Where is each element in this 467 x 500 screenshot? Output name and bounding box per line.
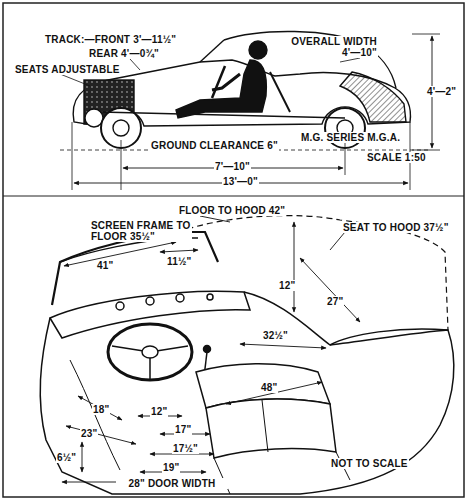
dimension-label: FLOOR TO HOOD 42" bbox=[178, 205, 286, 216]
dimension-label: GROUND CLEARANCE 6" bbox=[150, 140, 279, 151]
dimension-label: 4'—2" bbox=[426, 86, 457, 97]
dimension-label: 23" bbox=[80, 428, 98, 439]
dimension-label: M.G. SERIES M.G.A. bbox=[300, 132, 401, 143]
side-view bbox=[60, 31, 440, 190]
dimension-label: SCREEN FRAME TO FLOOR 35½" bbox=[90, 220, 192, 242]
dimension-label: SEAT TO HOOD 37½" bbox=[342, 222, 450, 233]
dimension-label: 48" bbox=[260, 382, 278, 393]
dimension-label: 12" bbox=[278, 280, 296, 291]
dimension-label: 18" bbox=[92, 404, 110, 415]
dimension-label: TRACK:—FRONT 3'—11½" bbox=[44, 34, 177, 45]
cockpit-view bbox=[40, 216, 454, 494]
dimension-label: 11½" bbox=[166, 256, 192, 267]
dimension-label: 27" bbox=[326, 296, 344, 307]
dimension-label: 17½" bbox=[172, 443, 199, 454]
dimension-label: 13'—0" bbox=[222, 176, 259, 187]
dimension-label: NOT TO SCALE bbox=[330, 458, 409, 469]
divider bbox=[3, 196, 464, 197]
frame bbox=[3, 3, 464, 497]
dimension-lines bbox=[62, 216, 360, 482]
dimension-label: SCALE 1:50 bbox=[366, 152, 427, 163]
dimension-label: 32½" bbox=[262, 330, 289, 341]
dimension-label: 6½" bbox=[56, 452, 77, 463]
dimension-label: 7'—10" bbox=[214, 161, 251, 172]
dimension-label: REAR 4'—0¾" bbox=[88, 48, 160, 59]
dimension-label: 19" bbox=[162, 462, 180, 473]
dimension-label: 41" bbox=[96, 260, 114, 271]
dimension-label: OVERALL WIDTH 4'—10" bbox=[280, 36, 378, 58]
dimension-label: 12" bbox=[150, 406, 168, 417]
dimension-label: 17" bbox=[174, 424, 192, 435]
dimension-label: 28" DOOR WIDTH bbox=[116, 478, 228, 489]
dimension-label: SEATS ADJUSTABLE bbox=[14, 64, 121, 75]
